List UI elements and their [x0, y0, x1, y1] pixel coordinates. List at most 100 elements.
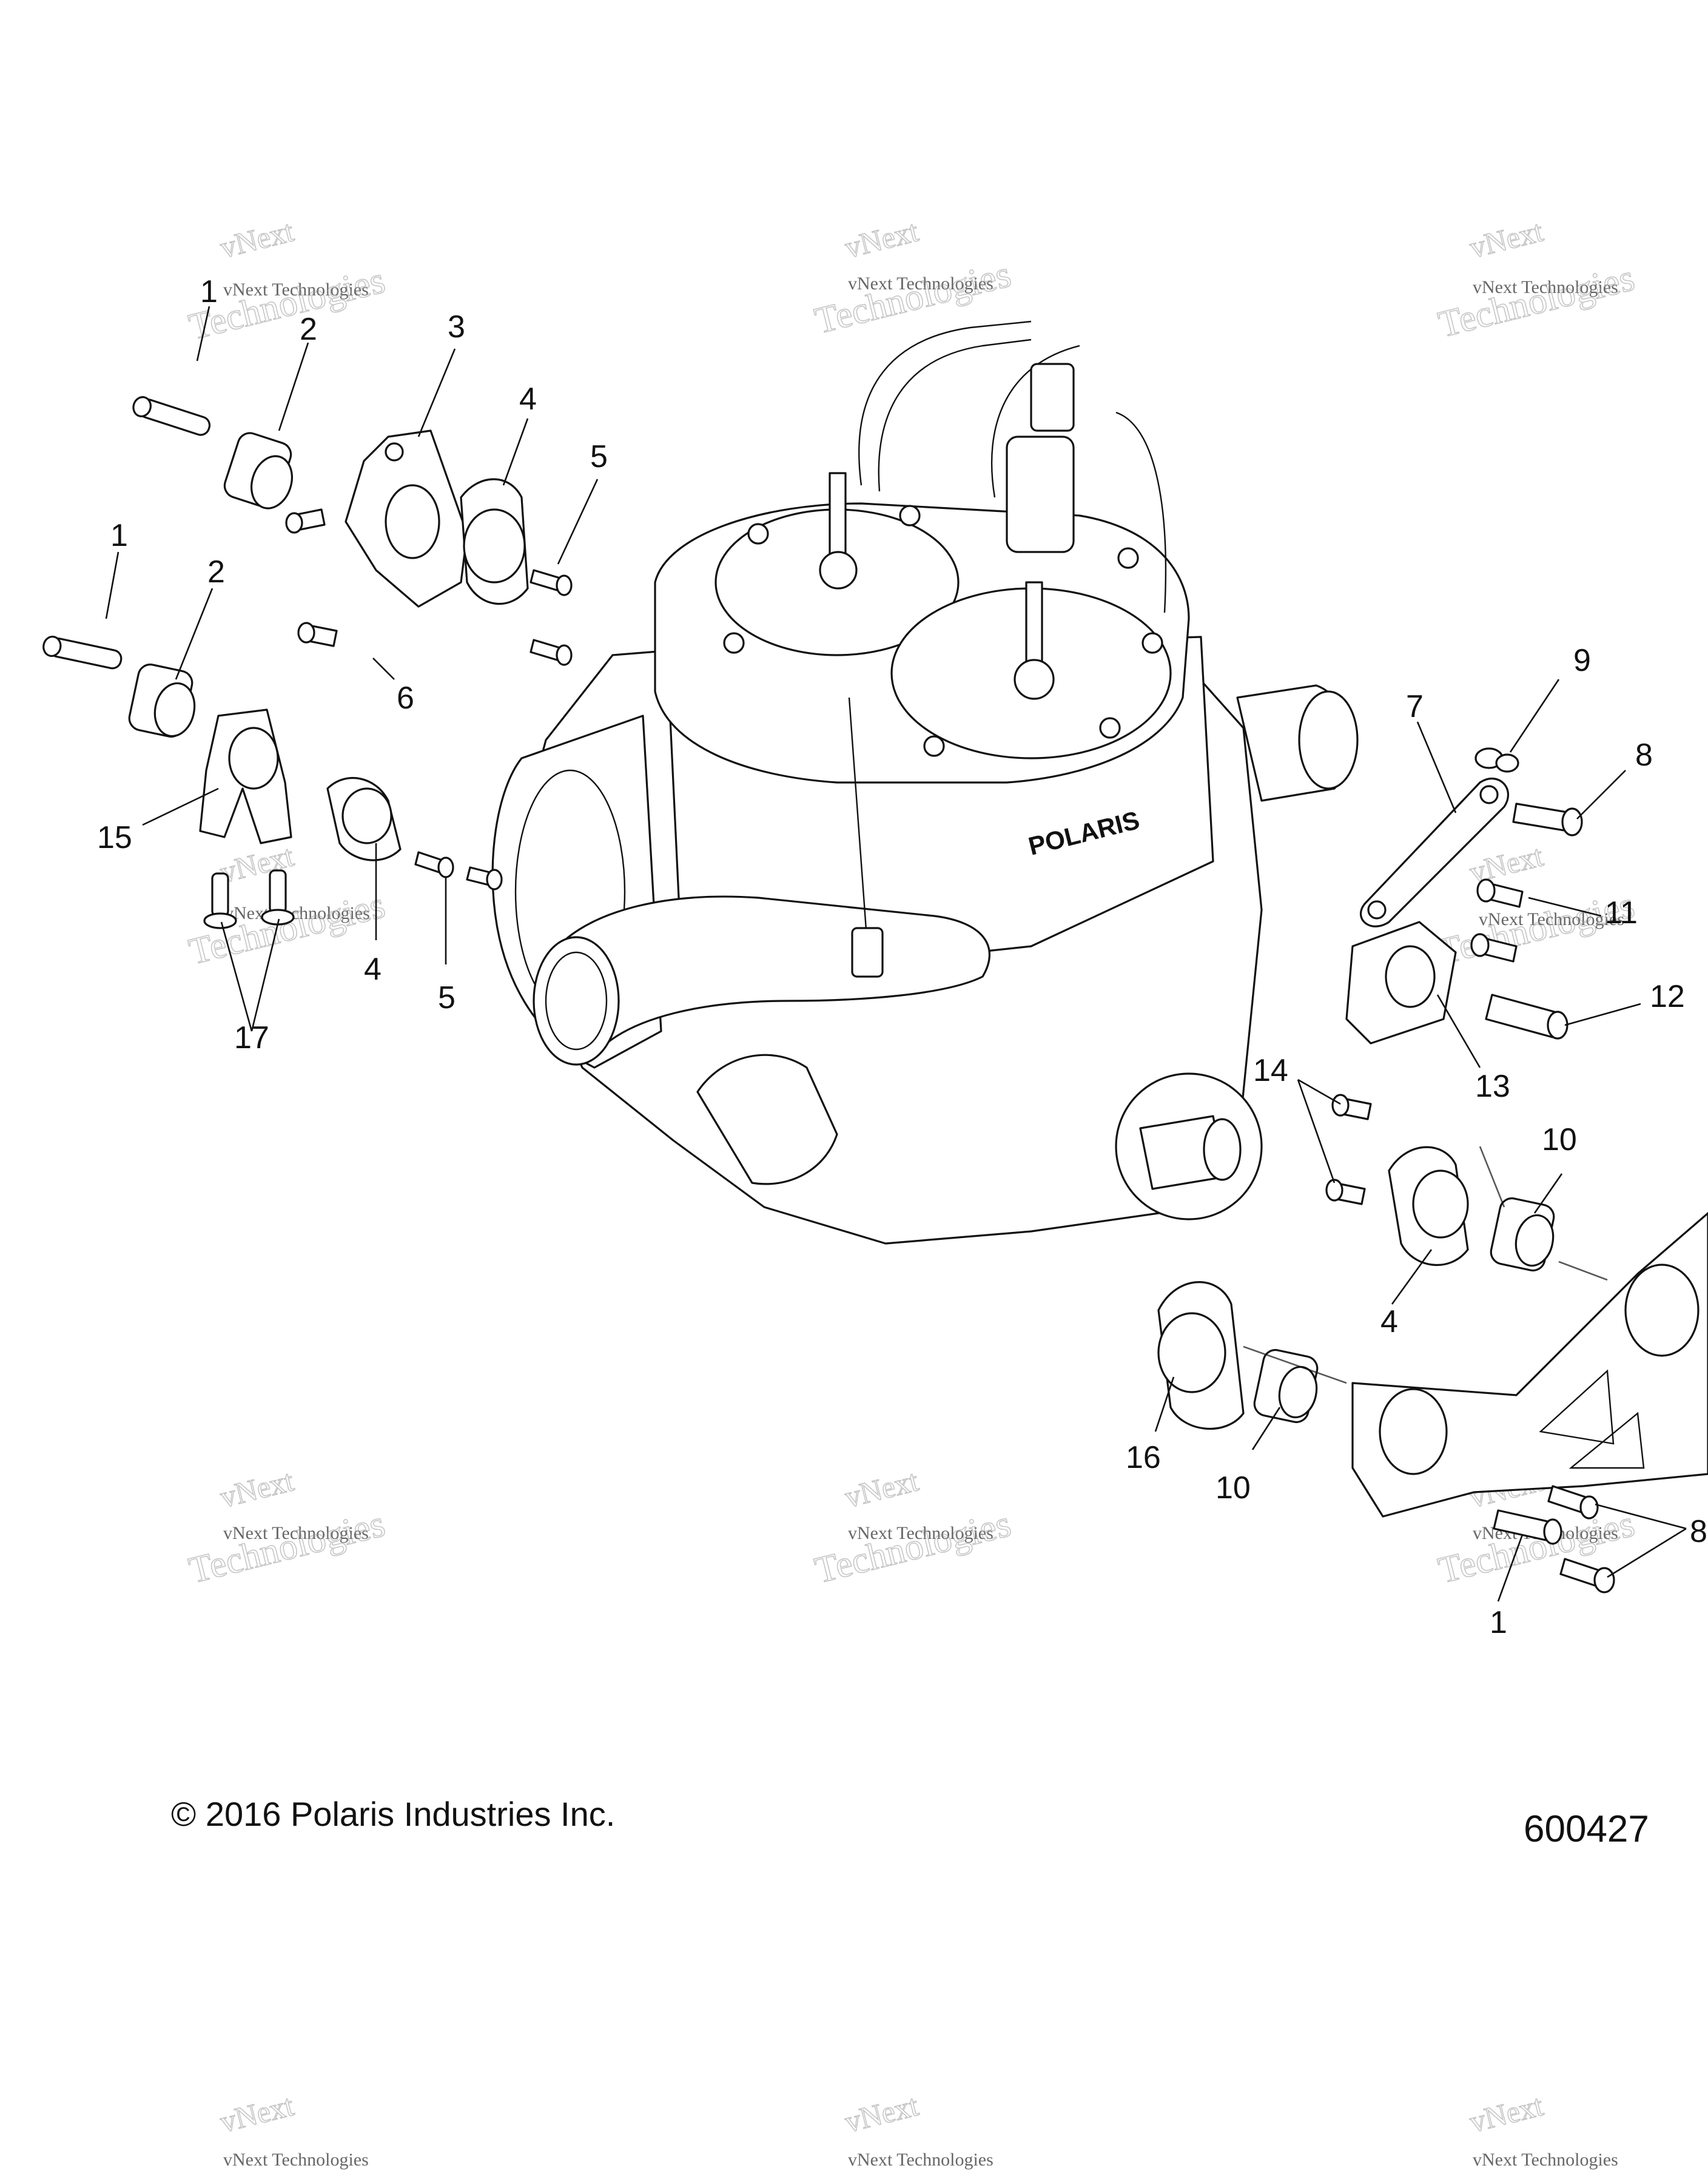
callout-4-right: 4 [1380, 1304, 1398, 1339]
watermark-lower-left: vNext [217, 1462, 298, 1515]
watermark-top-right: vNext [1466, 213, 1547, 265]
callout-10-right: 10 [1542, 1122, 1577, 1157]
callout-4-left: 4 [364, 952, 382, 987]
svg-text:Technologies: Technologies [1434, 257, 1638, 346]
crankshaft-end [1203, 1118, 1242, 1181]
watermark-text-lower-left: vNext Technologies [223, 1523, 369, 1543]
watermark-text-lower-center: vNext Technologies [848, 1523, 994, 1543]
callout-10-bottom: 10 [1215, 1470, 1251, 1506]
spark-plug-boss-right [1014, 659, 1055, 700]
wire-harness [1115, 411, 1167, 613]
head-bolt [1117, 547, 1139, 569]
head-bolt [723, 632, 745, 654]
svg-text:vNext: vNext [1466, 838, 1546, 889]
bolt-1a [132, 396, 211, 436]
watermark-text-bottom-center: vNext Technologies [848, 2150, 994, 2170]
chassis-mount-bracket [1351, 1212, 1708, 1518]
callout-1-top-left: 1 [200, 274, 218, 309]
callout-5-top: 5 [590, 439, 608, 474]
coolant-hose [858, 320, 1032, 486]
callout-8-bottom: 8 [1690, 1514, 1707, 1549]
watermark-top-left: vNext [217, 213, 298, 265]
watermark-bottom-center: vNext [841, 2087, 923, 2139]
callout-3: 3 [448, 309, 465, 345]
watermark-text-mid-left: vNext Technologies [224, 903, 370, 923]
fuel-injector-connector [851, 927, 884, 978]
head-bolt [747, 523, 769, 545]
spark-plug-right [1025, 581, 1043, 675]
exhaust-port [533, 936, 620, 1066]
callout-13: 13 [1475, 1069, 1510, 1104]
engine-mount-4a [460, 478, 529, 605]
engine-mount-16 [1157, 1281, 1245, 1430]
bolt-14b [1325, 1179, 1366, 1205]
screw-17a [203, 872, 237, 929]
screw-17b [261, 869, 295, 926]
callout-11: 11 [1605, 895, 1638, 931]
callout-8-right: 8 [1635, 738, 1653, 773]
callout-15: 15 [97, 820, 132, 855]
coolant-hose [990, 345, 1080, 498]
rubber-bushing-10b [1253, 1348, 1319, 1424]
watermark-outline-lower-left: Technologies [184, 1503, 389, 1592]
callout-17: 17 [234, 1020, 269, 1055]
svg-text:vNext: vNext [1466, 214, 1546, 264]
svg-text:vNext: vNext [217, 2088, 297, 2139]
callout-6: 6 [397, 681, 414, 716]
watermark-text-mid-right: vNext Technologies [1479, 909, 1624, 929]
engine-mount-bracket-15 [199, 708, 292, 844]
bolt-8b [1547, 1485, 1599, 1519]
svg-text:vNext: vNext [841, 2088, 921, 2139]
sensor-connector [1006, 436, 1075, 553]
callout-16: 16 [1126, 1440, 1161, 1475]
bolt-8a [1512, 803, 1583, 836]
callout-4-top: 4 [519, 382, 537, 417]
svg-text:vNext: vNext [841, 1463, 921, 1514]
watermark-outline-lower-center: Technologies [810, 1503, 1015, 1592]
torque-rod-7 [1360, 778, 1509, 927]
watermark-text-top-left: vNext Technologies [223, 280, 369, 300]
exhaust-port-inner [545, 951, 608, 1051]
svg-text:vNext: vNext [841, 214, 921, 264]
engine-mount-4c [1388, 1146, 1469, 1266]
watermark-outline-top-right: Technologies [1434, 257, 1639, 346]
screw-top-bracket [285, 508, 326, 534]
bolt-12 [1485, 994, 1568, 1040]
sensor-plug [1030, 363, 1075, 432]
svg-text:vNext: vNext [217, 214, 297, 264]
svg-text:Technologies: Technologies [185, 1503, 389, 1592]
bolt-8b-lower [1559, 1558, 1615, 1593]
watermark-bottom-right: vNext [1466, 2087, 1547, 2139]
callout-14: 14 [1253, 1053, 1288, 1088]
watermark-text-bottom-left: vNext Technologies [223, 2150, 369, 2170]
bolt-1b [42, 635, 123, 670]
watermark-text-bottom-right: vNext Technologies [1473, 2150, 1618, 2170]
svg-text:vNext: vNext [217, 1463, 297, 1514]
rubber-bushing-2a [223, 432, 293, 510]
callout-2-top-left: 2 [300, 312, 317, 347]
callout-1-bottom: 1 [1490, 1605, 1507, 1640]
rubber-bushing-2b [128, 663, 196, 738]
callout-1-left: 1 [110, 518, 128, 553]
bolt-14a [1331, 1094, 1372, 1120]
leader-lines [105, 306, 1687, 1602]
screw-5a [530, 569, 573, 596]
washer-9 [1474, 747, 1519, 773]
fuel-line [848, 697, 869, 947]
head-bolt [923, 735, 945, 757]
watermark-text-top-right: vNext Technologies [1473, 277, 1618, 297]
callout-12: 12 [1650, 979, 1685, 1014]
watermark-text-top-center: vNext Technologies [848, 274, 994, 294]
engine-mount-4b [326, 777, 402, 861]
screw-5b-right [466, 866, 503, 890]
copyright-notice: © 2016 Polaris Industries Inc. [171, 1795, 616, 1833]
figure-number: 600427 [1524, 1808, 1649, 1850]
svg-text:Technologies: Technologies [811, 1503, 1015, 1592]
engine-mount-bracket-3 [345, 429, 468, 608]
watermark-outline-top-center: Technologies [810, 253, 1015, 342]
bolt-1c [1493, 1509, 1562, 1545]
throttle-bore [1298, 690, 1359, 790]
callout-5-left: 5 [438, 980, 456, 1015]
callout-2-left: 2 [207, 554, 225, 590]
engine-assembly: POLARIS [491, 320, 1359, 1245]
